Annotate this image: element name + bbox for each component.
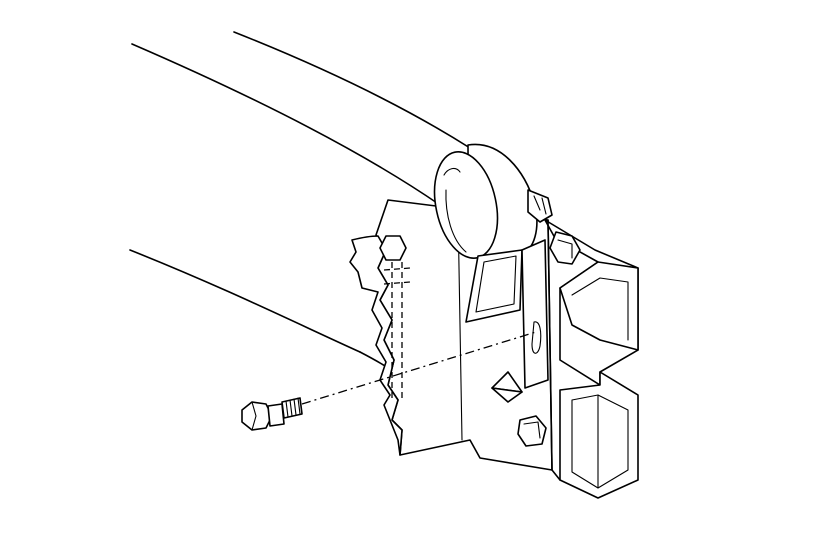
fasteners (379, 231, 581, 447)
nut-upper-left-icon (379, 235, 407, 261)
hidden-bolt-line-4 (383, 281, 411, 285)
horn-stem-inner (475, 255, 517, 313)
horn-face-rim (445, 189, 467, 253)
bolt (241, 331, 537, 431)
bolt-head-flat (251, 401, 257, 431)
horn-mount-bracket (521, 239, 549, 389)
horn-mount-tab-2 (491, 387, 523, 403)
frame-rail-bottom-edge (129, 249, 361, 353)
tube-upper-inner (571, 277, 629, 341)
bolt-threads (285, 397, 301, 418)
nut-upper-right-flat (557, 239, 573, 259)
nut-upper-right-icon (549, 231, 581, 265)
frame-rail-top-edge (131, 43, 441, 206)
tube-lower-front (559, 371, 639, 499)
frame-rail (129, 31, 471, 381)
broken-section-edge (349, 235, 403, 456)
bracket-side-edge (547, 219, 561, 481)
horn (433, 143, 553, 403)
hidden-bolt-line-3 (383, 267, 411, 271)
bolt-installation-axis (301, 331, 537, 405)
horn-mount-slot (531, 321, 542, 354)
horn-terminal-detail (533, 195, 547, 215)
horn-face-label (443, 167, 461, 176)
horn-stem (465, 249, 523, 323)
nut-lower-flat (523, 421, 541, 439)
bolt-flange (267, 403, 285, 427)
frame-rail-top-edge-inner (233, 31, 471, 149)
tube-upper-face (559, 261, 639, 351)
square-tube-bracket (544, 219, 639, 499)
